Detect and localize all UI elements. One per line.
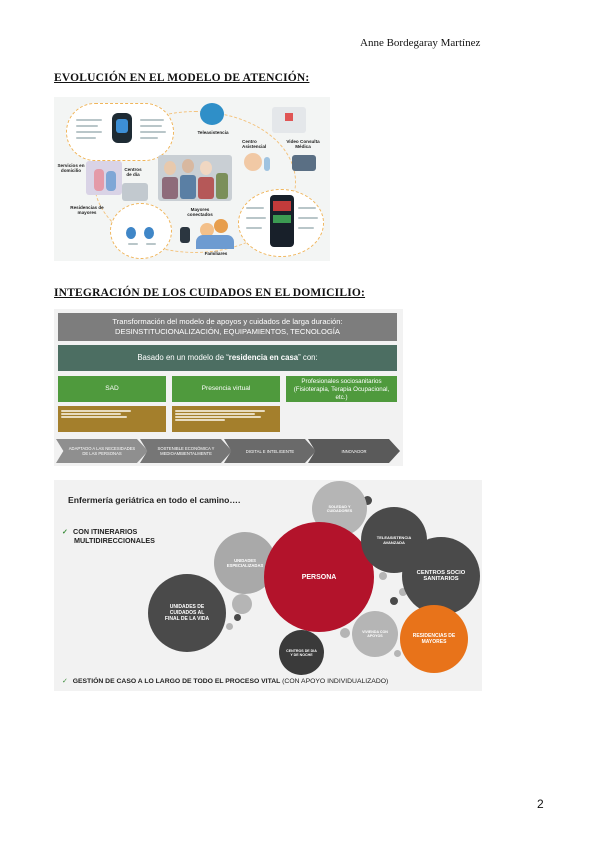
detail-box-sad [58, 406, 166, 432]
model-bold: residencia en casa [228, 353, 299, 362]
day-center-photo [122, 183, 148, 201]
dot [379, 572, 387, 580]
label-teleasistencia: Teleasistencia [197, 130, 229, 135]
author-name: Anne Bordegaray Martínez [360, 37, 481, 49]
figure-care-model-evolution: Teleasistencia Centro Asistencial Video … [54, 97, 330, 261]
bubble-persona: PERSONA [264, 522, 374, 632]
bubble-residencias: RESIDENCIAS DE MAYORES [400, 605, 468, 673]
box-profesionales: Profesionales sociosanitarios (Fisiotera… [286, 376, 397, 402]
dot [399, 588, 407, 596]
bubble-unidades-cuidados: UNIDADES DE CUIDADOS AL FINAL DE LA VIDA [148, 574, 226, 652]
item-gestion-caso: ✓GESTIÓN DE CASO A LO LARGO DE TODO EL P… [62, 678, 389, 685]
phone-icon [180, 227, 190, 243]
telecare-icon [200, 103, 224, 125]
page-number: 2 [537, 797, 544, 811]
detail-box-virtual [172, 406, 280, 432]
label-centro-asistencial: Centro Asistencial [242, 139, 267, 150]
chevron-sostenible: SOSTENIBLE ECONÓMICA Y MEDIOAMBIENTALMEN… [140, 439, 232, 463]
model-bar: Basado en un modelo de “residencia en ca… [58, 345, 397, 371]
bubble-centros-socio: CENTROS SOCIO SANITARIOS [402, 537, 480, 615]
chevron-innovador: INNOVADOR [308, 439, 400, 463]
transformation-line1: Transformación del modelo de apoyos y cu… [112, 317, 343, 326]
monitor-icon [292, 155, 316, 171]
label-video-consulta: Video Consulta Médica [286, 139, 320, 150]
heading-integracion: INTEGRACIÓN DE LOS CUIDADOS EN EL DOMICI… [54, 287, 366, 299]
dot [232, 594, 252, 614]
nurse-icon [244, 153, 262, 171]
geriatric-title: Enfermería geriátrica en todo el camino…… [68, 495, 241, 505]
dot [363, 496, 372, 505]
figure-home-care-integration: Transformación del modelo de apoyos y cu… [54, 309, 403, 466]
label-residencias: Residencias de mayores [70, 205, 104, 216]
heading-evolucion: EVOLUCIÓN EN EL MODELO DE ATENCIÓN: [54, 72, 310, 84]
check-icon: ✓ [62, 678, 68, 685]
transformation-bar: Transformación del modelo de apoyos y cu… [58, 313, 397, 341]
dot [340, 628, 350, 638]
bubble-vivienda: VIVIENDA CON APOYOS [352, 611, 398, 657]
box-sad: SAD [58, 376, 166, 402]
label-familiares: Familiares [204, 251, 228, 256]
label-centros-dia: Centros de día [124, 167, 142, 178]
figure-geriatric-nursing: Enfermería geriátrica en todo el camino…… [54, 480, 482, 691]
residence-circle [110, 203, 172, 259]
check-icon: ✓ [62, 527, 69, 536]
family-icon [200, 223, 214, 237]
dot [394, 650, 401, 657]
label-mayores-conectados: Mayores conectados [187, 207, 213, 218]
box-presencia-virtual: Presencia virtual [172, 376, 280, 402]
dot [226, 623, 233, 630]
item-itinerarios: ✓CON ITINERARIOS MULTIDIRECCIONALES [62, 527, 155, 545]
chevron-adaptado: ADAPTADO A LAS NECESIDADES DE LAS PERSON… [56, 439, 148, 463]
bubble-centros-dia: CENTROS DE DIA Y DE NOCHE [279, 630, 324, 675]
label-servicios-domicilio: Servicios en domicilio [57, 163, 85, 174]
transformation-line2: DESINSTITUCIONALIZACIÓN, EQUIPAMIENTOS, … [115, 327, 340, 336]
dot [234, 614, 241, 621]
dot [390, 597, 398, 605]
cross-icon [285, 113, 293, 121]
home-service-photo [86, 161, 122, 195]
chevron-digital: DIGITAL E INTELIGENTE [224, 439, 316, 463]
